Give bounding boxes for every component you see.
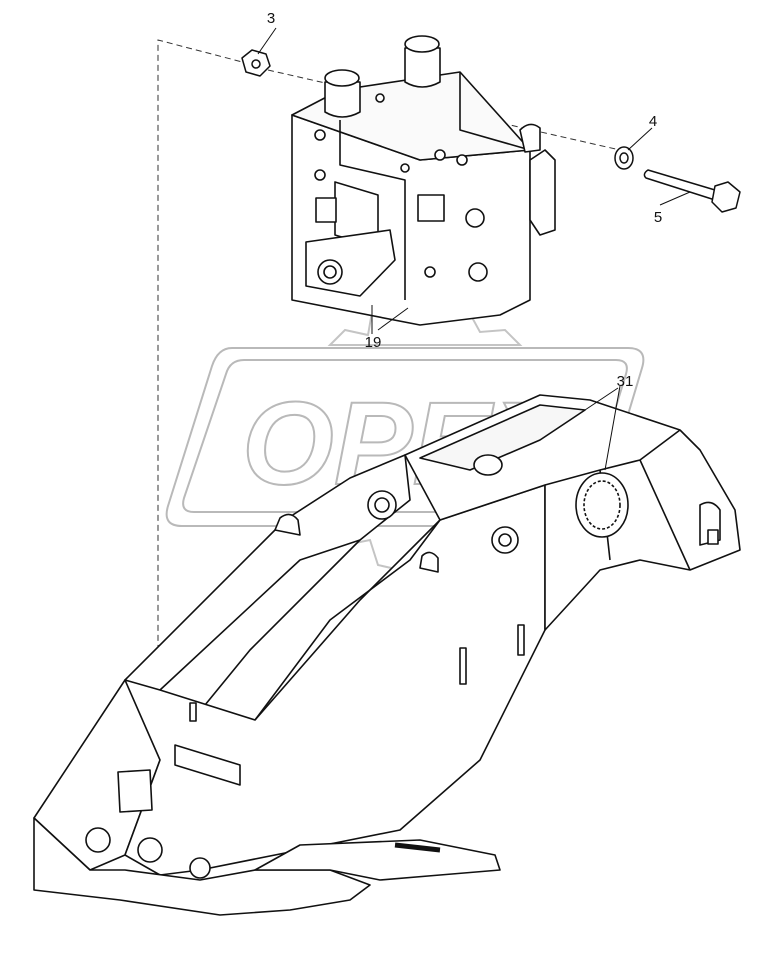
frame-edge-3 <box>639 459 691 571</box>
callout-labels: 3 4 5 19 31 <box>267 10 662 390</box>
valve-top-port-1 <box>434 149 446 161</box>
valve-front-port-2 <box>468 262 488 282</box>
valve-top-port-4 <box>375 93 385 103</box>
frame-slot-2 <box>459 647 467 685</box>
leader-bolt <box>659 191 691 206</box>
frame-inner-brace-2 <box>254 519 441 721</box>
bolt-shank <box>643 169 716 201</box>
valve-block-step <box>339 120 406 300</box>
valve-front-port-1 <box>465 208 485 228</box>
leader-valve <box>371 305 409 334</box>
valve-side-cap <box>519 123 541 153</box>
frame-slot-1 <box>189 702 197 722</box>
frame-box-opening <box>419 404 586 471</box>
loader-frame <box>33 394 741 916</box>
frame-front-boss-left <box>85 827 111 853</box>
valve-top-port-3 <box>400 163 410 173</box>
frame-base-slot <box>394 842 441 853</box>
frame-mount-plate <box>117 769 153 813</box>
bolt-head <box>711 181 741 213</box>
frame-lug-mid <box>419 551 439 573</box>
frame-pivot-boss-upper-hole <box>374 497 390 513</box>
frame-slew-ring-inner <box>583 480 621 530</box>
callout-frame-label: 31 <box>617 373 634 390</box>
frame-base-plate <box>33 817 371 916</box>
callout-valve-label: 19 <box>365 334 382 351</box>
valve-cartridge-right-cap <box>404 35 440 53</box>
callout-leaders <box>257 27 691 471</box>
hardware <box>241 49 741 213</box>
frame-slot-4 <box>707 529 719 545</box>
valve-nameplate <box>417 194 445 222</box>
valve-cartridge-right <box>404 47 441 88</box>
valve-section-divider <box>459 72 531 151</box>
frame-slot-3 <box>517 624 525 656</box>
valve-solenoid-connector-inner <box>323 265 337 279</box>
frame-lug-left <box>274 513 301 536</box>
valve-side-spool <box>529 149 556 236</box>
callout-washer-label: 4 <box>649 113 657 130</box>
frame-edge-1 <box>544 429 681 486</box>
valve-cartridge-left <box>324 81 361 118</box>
leader-washer <box>627 127 653 151</box>
leader-frame <box>584 385 621 471</box>
callout-bolt-label: 5 <box>654 209 662 226</box>
valve-top-port-2 <box>456 154 468 166</box>
frame-pivot-boss-mid-hole <box>498 533 512 547</box>
frame-cross-tube <box>174 744 241 786</box>
callout-nut-label: 3 <box>267 10 275 27</box>
frame-inner-brace-1 <box>159 539 361 691</box>
frame-box-ring <box>473 454 503 476</box>
valve-front-port-5 <box>424 266 436 278</box>
valve-front-port-4 <box>314 169 326 181</box>
valve-cartridge-left-cap <box>324 69 360 87</box>
frame-left-arm <box>33 454 411 871</box>
control-valve <box>291 35 556 326</box>
nut-hole <box>251 59 261 69</box>
frame-front-boss-right <box>137 837 163 863</box>
valve-solenoid-plug <box>315 197 337 223</box>
frame-pivot-boss-lower <box>189 857 211 879</box>
valve-front-port-3 <box>314 129 326 141</box>
washer-hole <box>619 152 629 164</box>
leader-nut <box>257 27 277 55</box>
